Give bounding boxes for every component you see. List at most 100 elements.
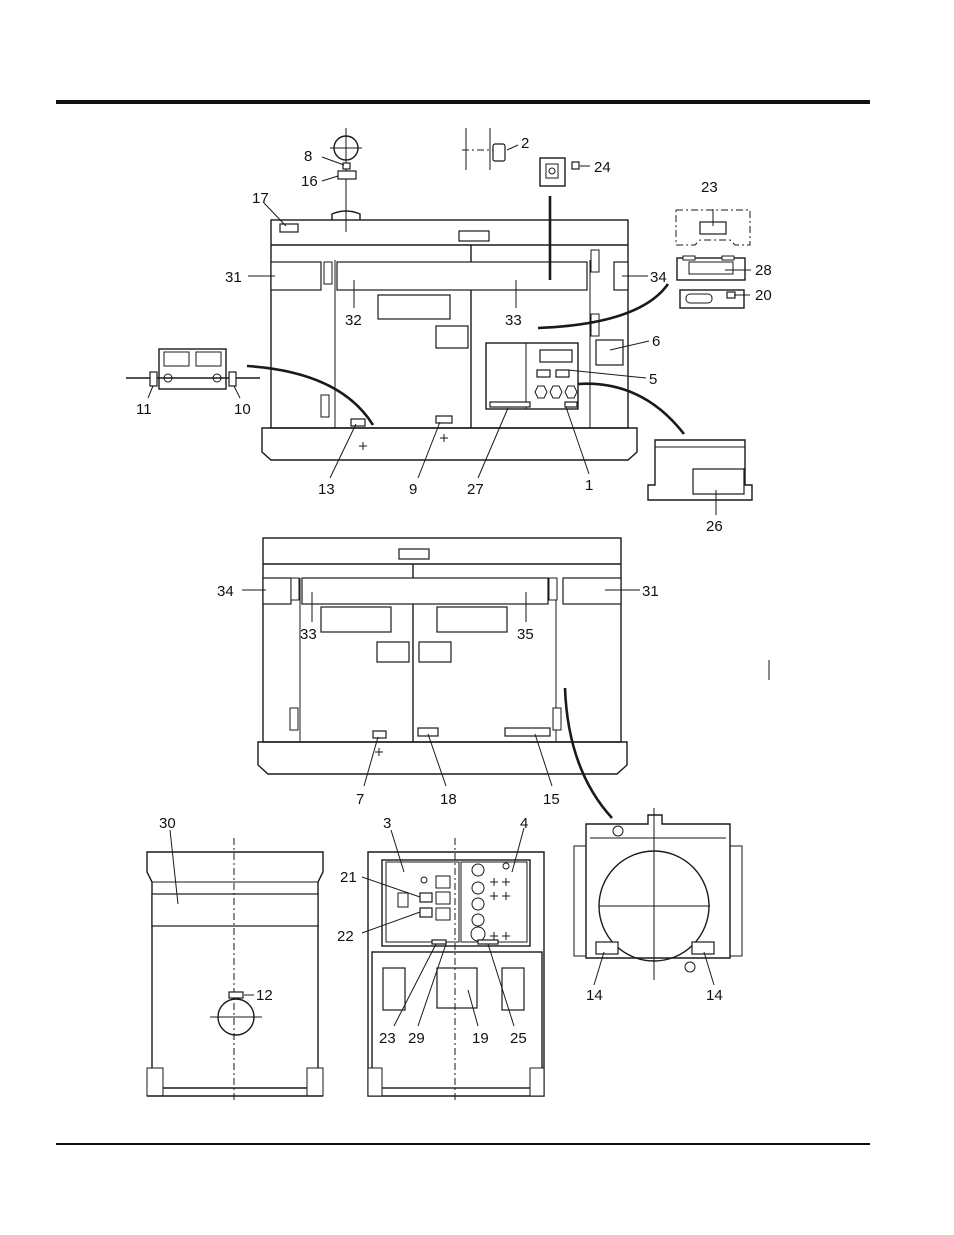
bottom-rule [56,1143,870,1145]
base-skid [258,742,627,774]
callout-13: 13 [318,481,335,498]
breaker-face [546,164,558,178]
latch-decal [196,352,221,366]
callout-23a: 23 [701,179,718,196]
side-bracket [574,846,586,956]
decal-34 [263,578,291,604]
decal-14 [692,942,714,954]
outlet [535,386,547,398]
leader-1 [566,407,589,474]
callout-20: 20 [755,287,772,304]
drain [685,962,695,972]
hinge [553,708,561,730]
callout-7: 7 [356,791,364,808]
hinge [290,708,298,730]
curve-leader-panel [578,384,684,434]
callout-16: 16 [301,173,318,190]
callout-35: 35 [517,626,534,643]
decal-panel-small [419,642,451,662]
curve-leader-left [247,366,373,425]
tab [683,256,695,260]
decal-12 [229,992,243,998]
decal-4-area [461,862,527,942]
decal-20-oval [686,294,712,303]
callout-24: 24 [594,159,611,176]
latch-decal [164,352,189,366]
callout-4: 4 [520,815,528,832]
callout-14b: 14 [706,987,723,1004]
leader-7 [364,737,378,786]
decal-9 [436,416,452,423]
base-skid [262,428,637,460]
decal-panel [378,295,450,319]
decal-17 [280,224,298,232]
vent [383,968,405,1010]
view-rear [147,838,323,1100]
decal-26 [693,469,744,494]
top-rule [56,100,870,104]
foot [147,1068,163,1096]
leader-2 [507,145,518,150]
hinge [591,314,599,336]
decal-7 [373,731,386,738]
callout-22: 22 [337,928,354,945]
foot [530,1068,544,1096]
callout-5: 5 [649,371,657,388]
hinge [549,578,557,600]
breaker-knob [549,168,555,174]
decal-1 [565,402,577,407]
detail-decal-2 [462,128,505,170]
breaker-box [540,158,565,186]
leader-10 [234,386,240,398]
decal-6 [596,340,623,365]
crosshair-mark [359,442,367,450]
decal-15 [505,728,550,736]
decal-2 [493,144,505,161]
outlet [550,386,562,398]
callout-8: 8 [304,148,312,165]
decal-22 [420,908,432,917]
curve-leader-radiator [565,688,612,818]
decal-band-33-35 [302,578,548,604]
decal-13 [351,419,365,426]
callout-18: 18 [440,791,457,808]
cap [613,826,623,836]
decal-28 [689,262,733,274]
decal-23-strip [432,940,446,944]
callout-32: 32 [345,312,362,329]
callout-31b: 31 [642,583,659,600]
decal-panel [321,607,391,632]
callout-17: 17 [252,190,269,207]
decal-20 [727,292,735,298]
leader-16 [322,176,338,181]
decal-panel-small [377,642,409,662]
foot [307,1068,323,1096]
roof-handle [459,231,489,241]
decal-11 [150,372,157,386]
callout-15: 15 [543,791,560,808]
crosshair-mark [375,748,383,756]
leader-14b [704,952,714,985]
switch [537,370,550,377]
leader-13 [330,424,356,478]
view-right-side [258,538,769,818]
decal-10 [229,372,236,386]
decal-31 [563,578,621,604]
hinge [291,578,299,600]
foot [368,1068,382,1096]
callout-25: 25 [510,1030,527,1047]
detail-latches [126,349,260,389]
decal-14 [596,942,618,954]
decal-5 [540,350,572,362]
callout-10: 10 [234,401,251,418]
hinge [591,250,599,272]
decal-31 [271,262,321,290]
leader-30 [170,830,178,904]
crosshair-mark [440,434,448,442]
decal-30 [152,894,318,926]
decal-24 [572,162,579,169]
leader-9 [418,422,440,478]
hinge [321,395,329,417]
